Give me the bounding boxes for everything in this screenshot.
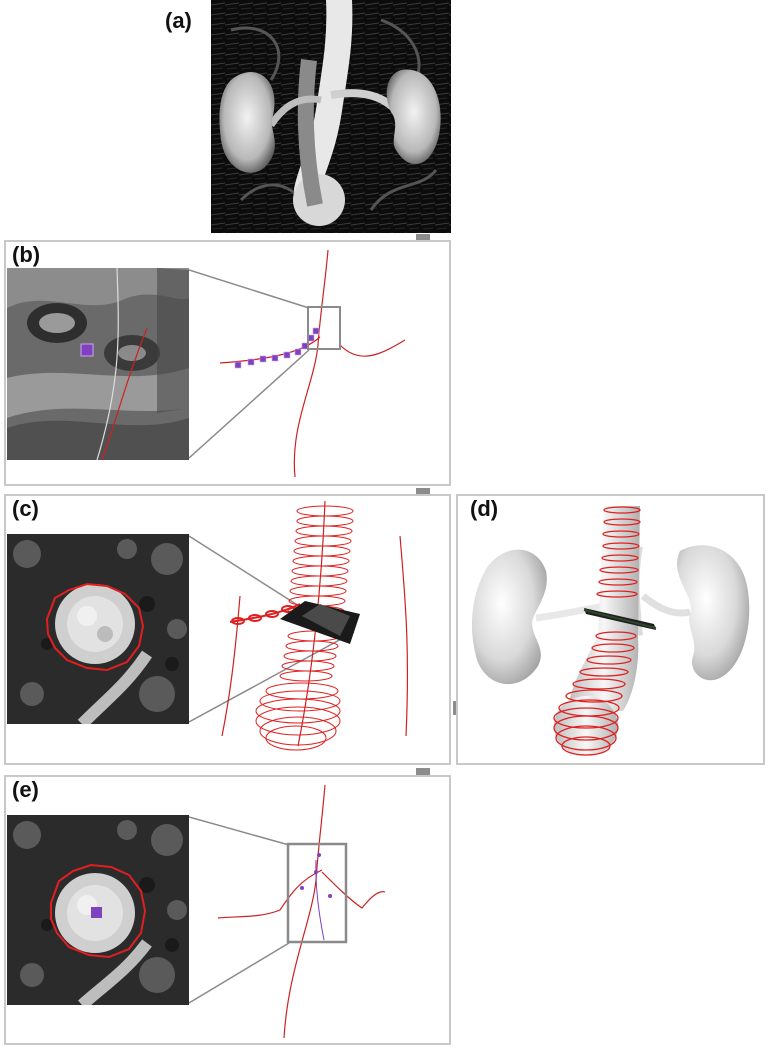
vessel-surface-model-view — [472, 506, 750, 756]
panel-label-a: (a) — [165, 8, 192, 33]
vessel-cross-section-contour-c — [7, 534, 189, 724]
panel-label-b: (b) — [12, 242, 41, 267]
panel-label-c: (c) — [12, 496, 39, 521]
seed-point-slice-view — [7, 268, 189, 460]
zoom-connector-e — [189, 816, 290, 1004]
panel-label-e: (e) — [12, 777, 39, 802]
vessel-cross-section-contour-e — [7, 815, 189, 1005]
zoom-connector-c — [189, 535, 355, 723]
refined-centerline-view — [217, 784, 386, 1039]
zoom-connector-b — [189, 269, 310, 459]
centerline-seed-view — [219, 249, 406, 478]
vessel-contour-stack-view — [221, 500, 409, 751]
panel-label-d: (d) — [470, 496, 499, 521]
mra-volume-image — [211, 0, 451, 233]
